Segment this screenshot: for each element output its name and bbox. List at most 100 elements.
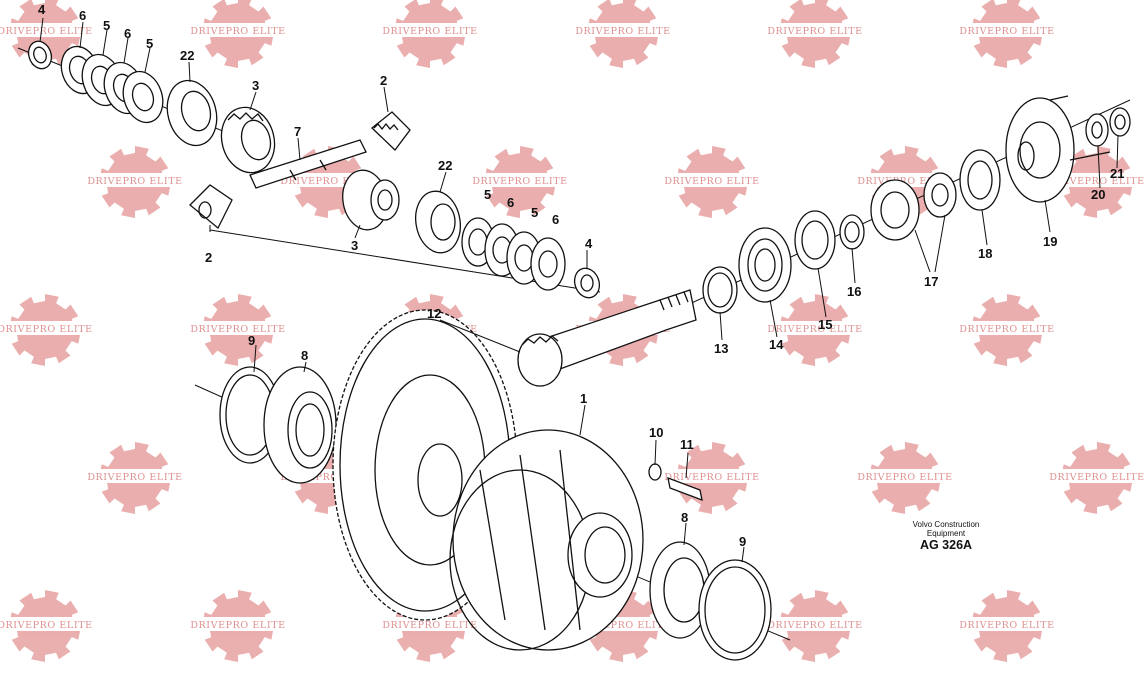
part-label-8: 8 — [301, 348, 308, 363]
part-label-4: 4 — [585, 236, 593, 251]
diagram-caption: Volvo Construction Equipment AG 326A — [896, 520, 996, 552]
watermark-band — [198, 23, 278, 37]
watermark-band — [5, 617, 85, 631]
watermark-text: DRIVEPRO ELITE — [1049, 472, 1144, 483]
watermark-text: DRIVEPRO ELITE — [280, 176, 375, 187]
watermark-tile: DRIVEPRO ELITE — [472, 146, 567, 218]
part-label-16: 16 — [847, 284, 861, 299]
part-side-gear-3b — [342, 169, 400, 231]
watermark-tile: DRIVEPRO ELITE — [190, 590, 285, 662]
part-side-gear-3a — [220, 106, 276, 174]
part-label-5: 5 — [484, 187, 491, 202]
part-bearing-14 — [738, 227, 792, 303]
watermark-text: DRIVEPRO ELITE — [767, 324, 862, 335]
part-spider-shaft-7 — [249, 139, 367, 189]
watermark-band — [1057, 469, 1137, 483]
part-label-21: 21 — [1110, 166, 1124, 181]
caption-figure-code: AG 326A — [919, 538, 973, 552]
watermark-tile: DRIVEPRO ELITE — [767, 590, 862, 662]
part-label-17: 17 — [924, 274, 938, 289]
part-pinion-2b — [189, 184, 233, 230]
part-washer-4b — [573, 267, 601, 299]
watermark-text: DRIVEPRO ELITE — [0, 620, 93, 631]
watermark-text: DRIVEPRO ELITE — [472, 176, 567, 187]
part-label-3: 3 — [252, 78, 259, 93]
watermark-tile: DRIVEPRO ELITE — [382, 0, 477, 68]
part-ring-16 — [839, 214, 865, 250]
watermark-text: DRIVEPRO ELITE — [959, 620, 1054, 631]
watermark-text: DRIVEPRO ELITE — [767, 620, 862, 631]
part-bolt-11 — [667, 476, 703, 502]
part-label-13: 13 — [714, 341, 728, 356]
watermark-text: DRIVEPRO ELITE — [857, 176, 952, 187]
watermark-tile: DRIVEPRO ELITE — [959, 590, 1054, 662]
watermark-text: DRIVEPRO ELITE — [857, 472, 952, 483]
part-discs-top — [60, 45, 164, 124]
watermark-band — [865, 469, 945, 483]
watermark-text: DRIVEPRO ELITE — [767, 26, 862, 37]
part-drive-pinion-12 — [517, 289, 697, 387]
watermark-band — [967, 321, 1047, 335]
caption-brand-line1: Volvo Construction — [912, 520, 980, 529]
watermark-text: DRIVEPRO ELITE — [664, 176, 759, 187]
part-label-8: 8 — [681, 510, 688, 525]
part-label-20: 20 — [1091, 187, 1105, 202]
part-label-12: 12 — [427, 306, 441, 321]
watermark-band — [967, 617, 1047, 631]
part-label-15: 15 — [818, 317, 832, 332]
part-label-2: 2 — [380, 73, 387, 88]
part-label-6: 6 — [552, 212, 559, 227]
part-thrust-washer-22b — [415, 190, 461, 254]
watermark-band — [672, 173, 752, 187]
watermark-band — [1057, 173, 1137, 187]
drawing: 4 6 5 6 5 22 3 2 7 2 3 22 5 6 5 6 4 12 1… — [17, 2, 1131, 661]
watermark-tile: DRIVEPRO ELITE — [0, 590, 93, 662]
part-label-18: 18 — [978, 246, 992, 261]
watermark-tile: DRIVEPRO ELITE — [0, 294, 92, 366]
part-label-5: 5 — [103, 18, 110, 33]
part-bearing-17 — [870, 172, 957, 241]
part-diff-housing-1 — [449, 429, 644, 651]
watermark-band — [5, 23, 85, 37]
watermark-text: DRIVEPRO ELITE — [190, 324, 285, 335]
watermark-text: DRIVEPRO ELITE — [190, 620, 285, 631]
part-bearing-8a — [263, 366, 337, 484]
part-nut-21 — [1109, 107, 1131, 137]
part-label-5: 5 — [531, 205, 538, 220]
part-label-10: 10 — [649, 425, 663, 440]
watermark-tile: DRIVEPRO ELITE — [664, 146, 759, 218]
part-label-22: 22 — [438, 158, 452, 173]
watermark-text: DRIVEPRO ELITE — [87, 176, 182, 187]
watermark-band — [198, 321, 278, 335]
watermark-tile: DRIVEPRO ELITE — [767, 294, 862, 366]
part-flange-19 — [1005, 95, 1111, 203]
watermark-text: DRIVEPRO ELITE — [1049, 176, 1144, 187]
watermark-tile: DRIVEPRO ELITE — [959, 0, 1054, 68]
part-shim-13 — [702, 266, 738, 314]
part-washer-10 — [648, 463, 662, 481]
part-washer-4a — [27, 40, 53, 70]
watermark-text: DRIVEPRO ELITE — [959, 26, 1054, 37]
part-label-19: 19 — [1043, 234, 1057, 249]
watermark-band — [672, 469, 752, 483]
watermark-text: DRIVEPRO ELITE — [382, 620, 477, 631]
part-bearing-cup-18 — [959, 149, 1001, 211]
part-label-6: 6 — [124, 26, 131, 41]
watermark-text: DRIVEPRO ELITE — [382, 26, 477, 37]
watermark-tile: DRIVEPRO ELITE — [1049, 146, 1144, 218]
part-label-6: 6 — [79, 8, 86, 23]
watermark-tile: DRIVEPRO ELITE — [767, 0, 862, 68]
part-shim-9b — [698, 559, 772, 661]
part-label-22: 22 — [180, 48, 194, 63]
watermark-band — [390, 23, 470, 37]
part-label-7: 7 — [294, 124, 301, 139]
part-label-1: 1 — [580, 391, 587, 406]
watermark-tile: DRIVEPRO ELITE — [1049, 442, 1144, 514]
watermark-band — [390, 617, 470, 631]
part-label-9: 9 — [739, 534, 746, 549]
watermark-tile: DRIVEPRO ELITE — [857, 442, 952, 514]
part-label-11: 11 — [680, 437, 694, 452]
watermark-text: DRIVEPRO ELITE — [0, 26, 93, 37]
watermark-tile: DRIVEPRO ELITE — [190, 294, 285, 366]
